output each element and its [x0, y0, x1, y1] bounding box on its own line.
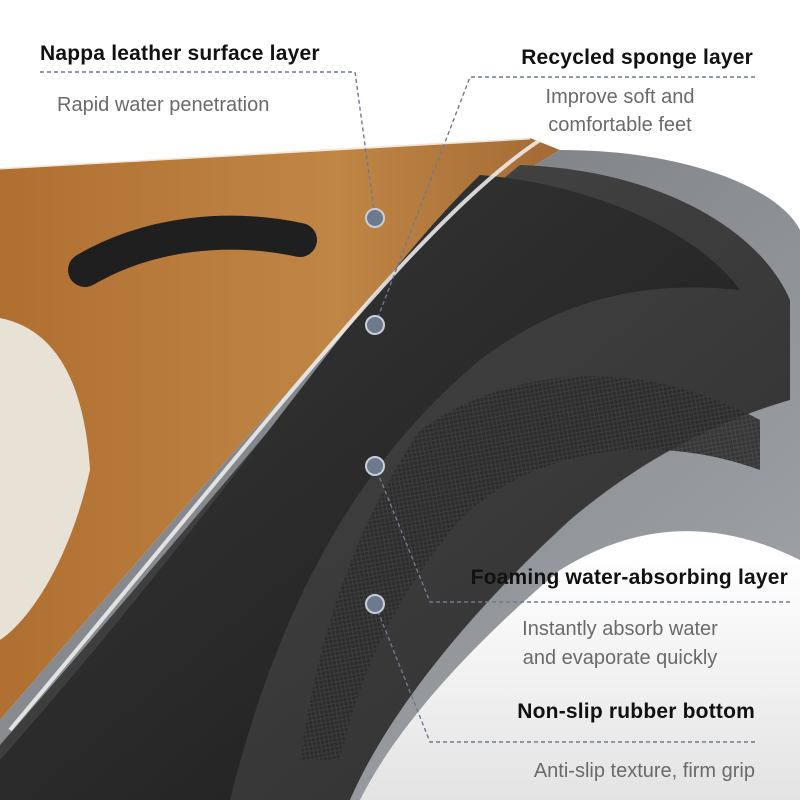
sponge-layer-title: Recycled sponge layer	[521, 46, 753, 69]
sponge-layer-desc-line2: comfortable feet	[548, 114, 692, 136]
foam-mesh	[300, 376, 760, 760]
rubber-layer-title: Non-slip rubber bottom	[517, 700, 755, 723]
foam-layer-title: Foaming water-absorbing layer	[470, 566, 788, 589]
foam-layer-desc-line2: and evaporate quickly	[522, 647, 718, 669]
dot-foam	[365, 456, 385, 476]
sponge-layer	[0, 175, 740, 800]
dark-print-stroke	[68, 215, 317, 287]
foam-layer-desc-line1: Instantly absorb water	[522, 618, 718, 640]
leader-lines	[40, 71, 790, 743]
leather-layer-desc: Rapid water penetration	[57, 94, 270, 116]
leader-line-rubber	[374, 603, 755, 743]
leader-line-foam	[374, 465, 790, 603]
rubber-layer-desc: Anti-slip texture, firm grip	[533, 760, 755, 782]
surface-edge-highlight	[0, 136, 531, 170]
leather-surface	[0, 138, 560, 720]
leader-line-leather	[40, 71, 376, 219]
curl-edge-highlight	[8, 138, 542, 732]
cream-print	[0, 318, 90, 640]
leader-line-sponge	[374, 76, 755, 326]
leader-dots	[365, 208, 385, 614]
leather-layer-title: Nappa leather surface layer	[40, 42, 320, 65]
dot-sponge	[365, 315, 385, 335]
dot-rubber	[365, 594, 385, 614]
dot-leather	[365, 208, 385, 228]
sponge-layer-desc-line1: Improve soft and	[545, 86, 695, 108]
